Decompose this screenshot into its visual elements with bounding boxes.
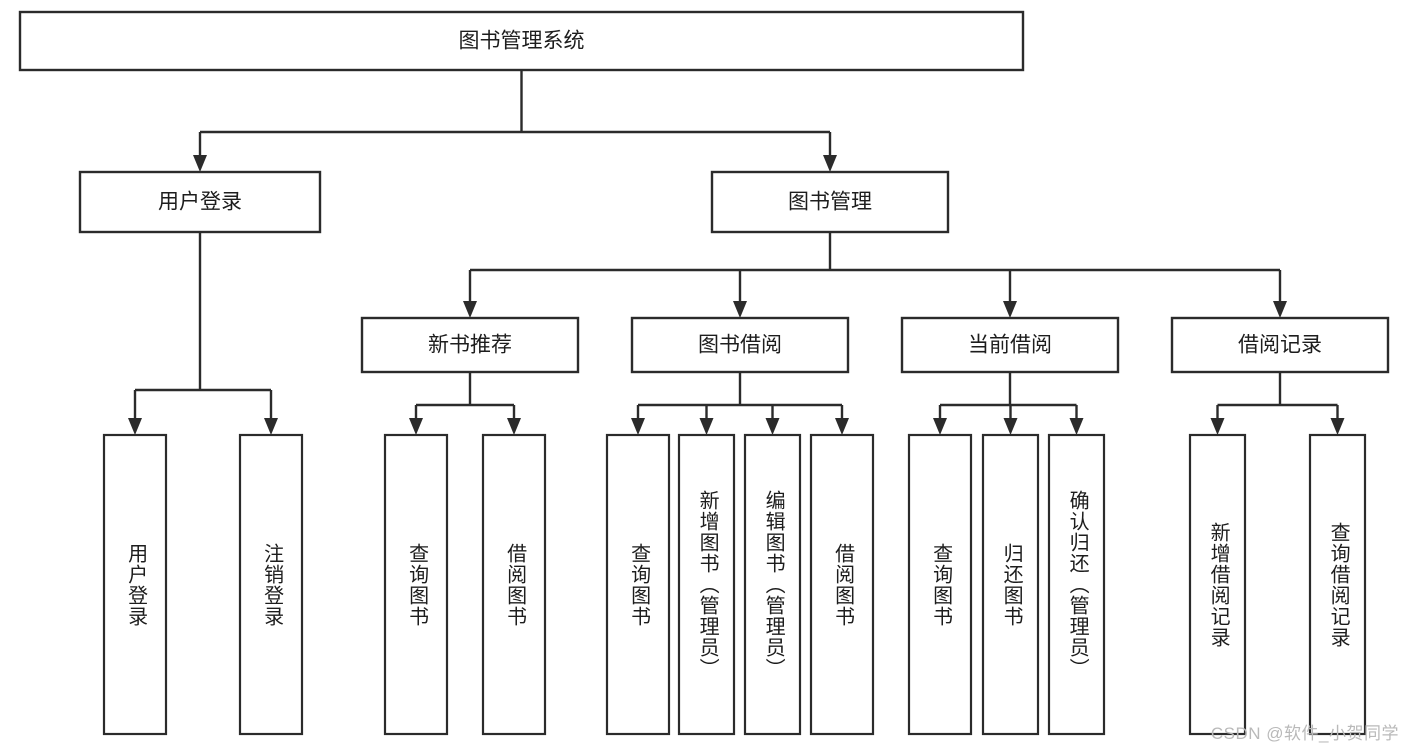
node-level2-box-3[interactable] [1170,316,1390,374]
connector-arrow [1210,418,1225,435]
connector-arrow [264,418,278,435]
csdn-watermark: CSDN @软件_小贺同学 [1210,724,1399,743]
node-leaf-box-5[interactable] [677,433,736,736]
node-root-label: 图书管理系统 [459,30,585,53]
connector-arrow [699,418,714,435]
connector-arrow [1003,301,1017,318]
node-leaf-box-12[interactable] [1308,433,1367,736]
connector-arrow [631,418,645,435]
connector-arrow [409,418,423,435]
node-leaf-box-8[interactable] [907,433,973,736]
node-level2-label-1: 图书借阅 [698,334,782,357]
connector-arrow [507,418,521,435]
connector-arrow [193,155,207,172]
connector-arrow [1003,418,1018,435]
connector-arrow [128,418,142,435]
node-level2-box-1[interactable] [630,316,850,374]
connector-arrow [933,418,947,435]
connector-arrow [1273,301,1287,318]
node-level2-box-2[interactable] [900,316,1120,374]
node-level2-label-2: 当前借阅 [968,334,1052,357]
connector-arrow [1069,418,1084,435]
node-leaf-box-0[interactable] [102,433,168,736]
node-level1-label-1: 图书管理 [788,191,872,214]
node-leaf-box-6[interactable] [743,433,802,736]
connector-arrow [823,155,837,172]
node-leaf-box-9[interactable] [981,433,1040,736]
node-level2-label-3: 借阅记录 [1238,334,1322,357]
node-level2-box-0[interactable] [360,316,580,374]
connector-arrow [835,418,849,435]
node-leaf-box-7[interactable] [809,433,875,736]
node-level1-label-0: 用户登录 [158,191,242,214]
node-leaf-box-3[interactable] [481,433,547,736]
node-level1-box-0[interactable] [78,170,322,234]
node-level2-label-0: 新书推荐 [428,334,512,357]
node-leaf-box-10[interactable] [1047,433,1106,736]
connector-arrow [765,418,780,435]
connector-arrow [733,301,747,318]
node-leaf-box-1[interactable] [238,433,304,736]
connector-arrow [463,301,477,318]
node-leaf-box-2[interactable] [383,433,449,736]
node-leaf-box-11[interactable] [1188,433,1247,736]
connector-arrow [1330,418,1345,435]
node-box-layer [18,10,1390,736]
node-leaf-box-4[interactable] [605,433,671,736]
node-level1-box-1[interactable] [710,170,950,234]
node-root-box[interactable] [18,10,1025,72]
connector-layer [128,70,1345,435]
